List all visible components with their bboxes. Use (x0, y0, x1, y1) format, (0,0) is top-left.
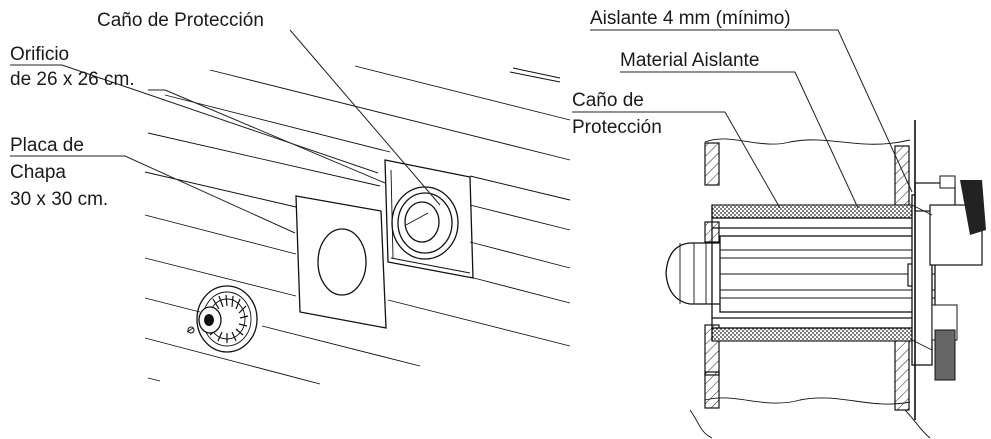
protection-pipe-end (391, 186, 459, 260)
label-pipe-line1: Caño de (572, 90, 644, 111)
label-protection-pipe: Caño de Protección (97, 10, 264, 31)
label-plate-line3: 30 x 30 cm. (10, 189, 108, 210)
right-leader-lines (572, 29, 913, 209)
vent-grille (186, 285, 258, 353)
label-pipe-line2: Protección (572, 117, 662, 138)
label-insulating-material: Material Aislante (620, 50, 759, 71)
boiler-side (911, 120, 986, 420)
wall-lines (144, 65, 571, 385)
right-section-view: Aislante 4 mm (mínimo) Material Aislante… (572, 8, 986, 439)
left-leader-lines (10, 29, 441, 234)
flue-terminal (665, 235, 936, 313)
label-plate-line2: Chapa (10, 162, 66, 183)
label-insulation-min: Aislante 4 mm (mínimo) (590, 8, 791, 29)
wall-section-hatch (704, 142, 910, 411)
left-isometric-view: Caño de Protección Orificio de 26 x 26 c… (10, 10, 571, 385)
sheet-metal-plate (295, 195, 387, 329)
label-hole-line1: Orificio (10, 44, 69, 65)
wall-hole (384, 159, 474, 279)
label-hole-line2: de 26 x 26 cm. (10, 69, 135, 90)
label-plate-line1: Placa de (10, 135, 84, 156)
